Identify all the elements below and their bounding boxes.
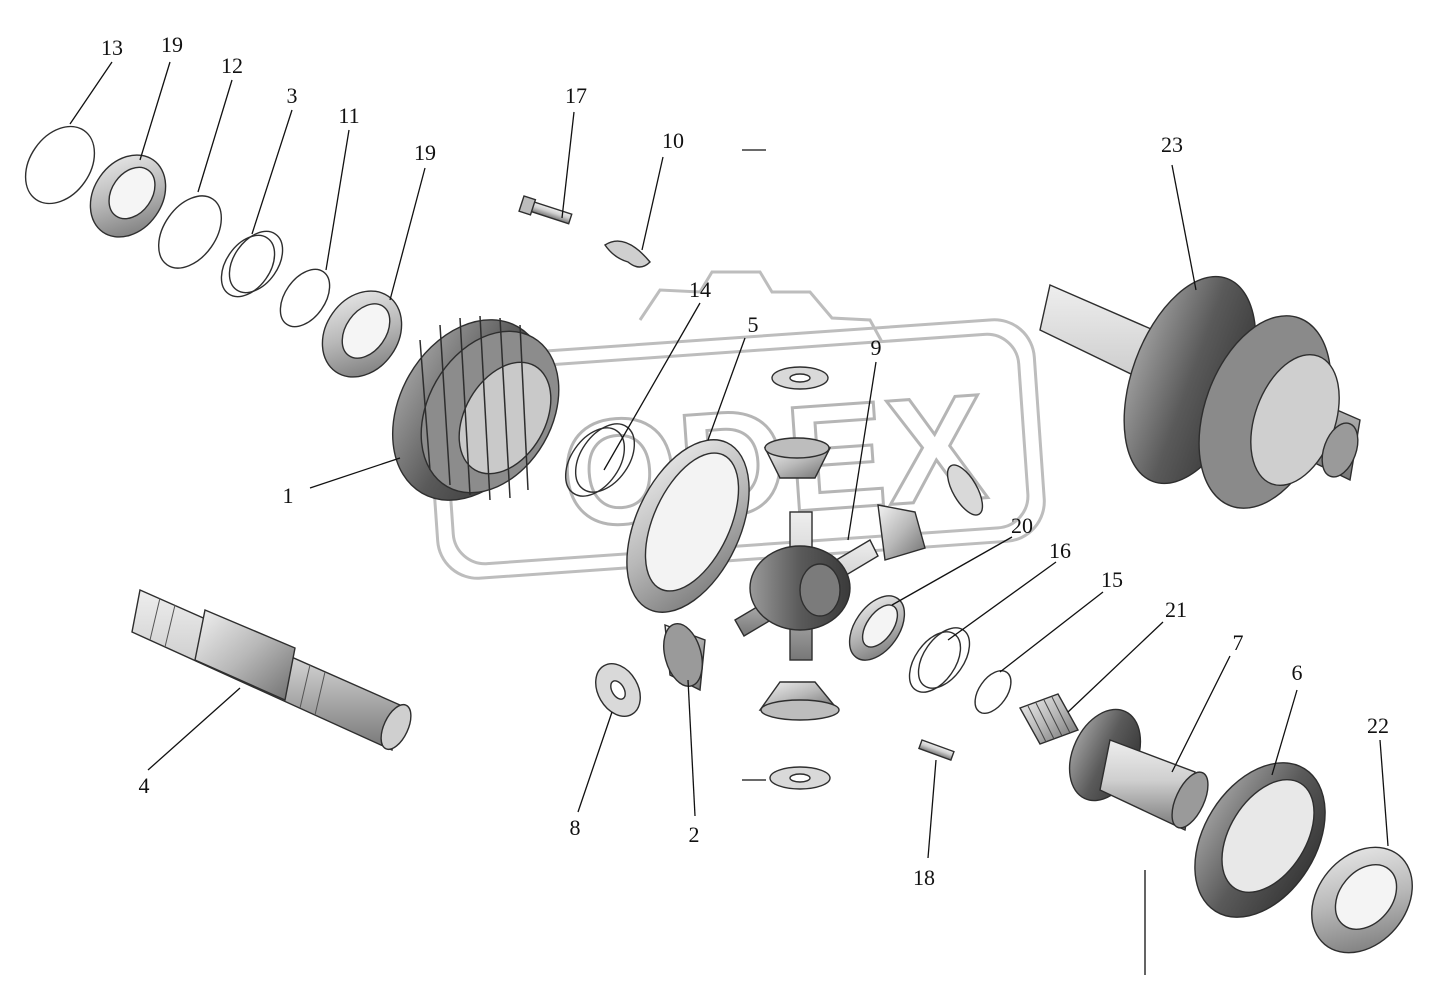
- part-6-cover: [1194, 762, 1326, 918]
- thrust-washer-top: [771, 366, 829, 390]
- part-18-pin: [918, 739, 955, 761]
- callout-21: 21: [1165, 597, 1187, 622]
- callout-12: 12: [221, 53, 243, 78]
- part-12-ring: [157, 195, 223, 269]
- callout-9: 9: [871, 335, 882, 360]
- part-3-spring-ring: [220, 230, 284, 298]
- thrust-washer-bottom: [769, 766, 831, 790]
- callout-22: 22: [1367, 713, 1389, 738]
- callout-20: 20: [1011, 513, 1033, 538]
- part-8-washer: [595, 663, 641, 717]
- part-14-spring-ring: [564, 423, 636, 497]
- part-20-ring: [848, 595, 906, 661]
- bevel-gear-top: [763, 437, 832, 479]
- callout-4: 4: [139, 773, 150, 798]
- callout-11: 11: [338, 103, 359, 128]
- part-9-spider-cross: [734, 511, 879, 661]
- part-23-differential-assembly: [1039, 275, 1361, 509]
- callout-17: 17: [565, 83, 587, 108]
- dash-marks: [742, 149, 1146, 975]
- callout-23: 23: [1161, 132, 1183, 157]
- part-13-snap-ring: [24, 125, 96, 205]
- callout-labels: 13 19 12 3 11 19 17 10 14 5 9 23 1 20 16…: [101, 32, 1389, 890]
- callout-3: 3: [287, 83, 298, 108]
- part-10-lock-plate: [604, 240, 651, 268]
- part-11-ring: [279, 268, 331, 328]
- callout-15: 15: [1101, 567, 1123, 592]
- part-21-needle-bearing: [1018, 693, 1080, 745]
- callout-14: 14: [689, 277, 711, 302]
- part-19-bearing-left: [89, 154, 167, 238]
- callout-2: 2: [689, 822, 700, 847]
- part-16-spring-ring: [908, 627, 971, 693]
- callout-10: 10: [662, 128, 684, 153]
- callout-5: 5: [748, 312, 759, 337]
- part-7-pinion-gear: [1068, 708, 1209, 832]
- callout-1: 1: [283, 483, 294, 508]
- callout-8: 8: [570, 815, 581, 840]
- callout-16: 16: [1049, 538, 1071, 563]
- bevel-gear-bottom: [758, 681, 840, 721]
- thrust-washer-right: [946, 464, 984, 516]
- part-22-bearing: [1311, 846, 1413, 954]
- part-15-ring: [974, 670, 1012, 714]
- callout-6: 6: [1292, 660, 1303, 685]
- leader-lines: [69, 61, 1389, 859]
- part-4-splined-shaft: [131, 589, 412, 752]
- part-5-differential-case: [626, 439, 750, 613]
- part-19-bearing-right: [321, 290, 403, 378]
- part-17-bolt: [518, 195, 573, 225]
- bevel-gear-right: [877, 504, 926, 561]
- part-2-side-bevel-gear: [663, 623, 706, 692]
- callout-19-right: 19: [414, 140, 436, 165]
- callout-7: 7: [1233, 630, 1244, 655]
- part-1-gear-housing: [391, 315, 560, 501]
- callout-13: 13: [101, 35, 123, 60]
- callout-19-left: 19: [161, 32, 183, 57]
- callout-18: 18: [913, 865, 935, 890]
